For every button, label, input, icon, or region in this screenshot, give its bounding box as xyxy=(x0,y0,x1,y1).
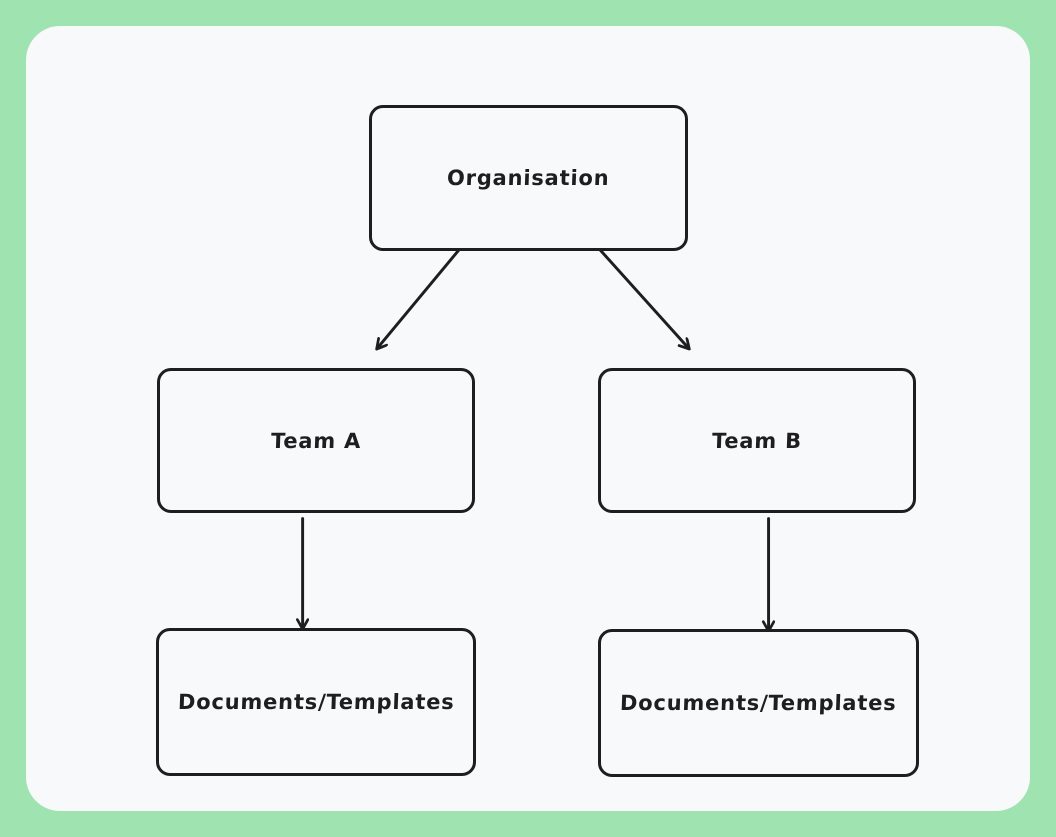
node-documents-templates-b-label: Documents/Templates xyxy=(619,691,898,715)
node-organisation: Organisation xyxy=(369,105,688,251)
node-team-b: Team B xyxy=(598,368,916,513)
node-team-a-label: Team A xyxy=(270,428,362,453)
node-organisation-label: Organisation xyxy=(446,166,611,190)
diagram-canvas: Organisation Team A Team B Documents/Tem… xyxy=(26,26,1030,811)
arrow-organisation-to-team-a xyxy=(377,241,467,348)
node-documents-templates-a-label: Documents/Templates xyxy=(177,690,455,714)
node-team-a: Team A xyxy=(157,368,475,513)
node-documents-templates-a: Documents/Templates xyxy=(156,628,476,776)
node-documents-templates-b: Documents/Templates xyxy=(598,629,919,777)
arrow-organisation-to-team-b xyxy=(592,241,689,348)
node-team-b-label: Team B xyxy=(711,428,803,453)
